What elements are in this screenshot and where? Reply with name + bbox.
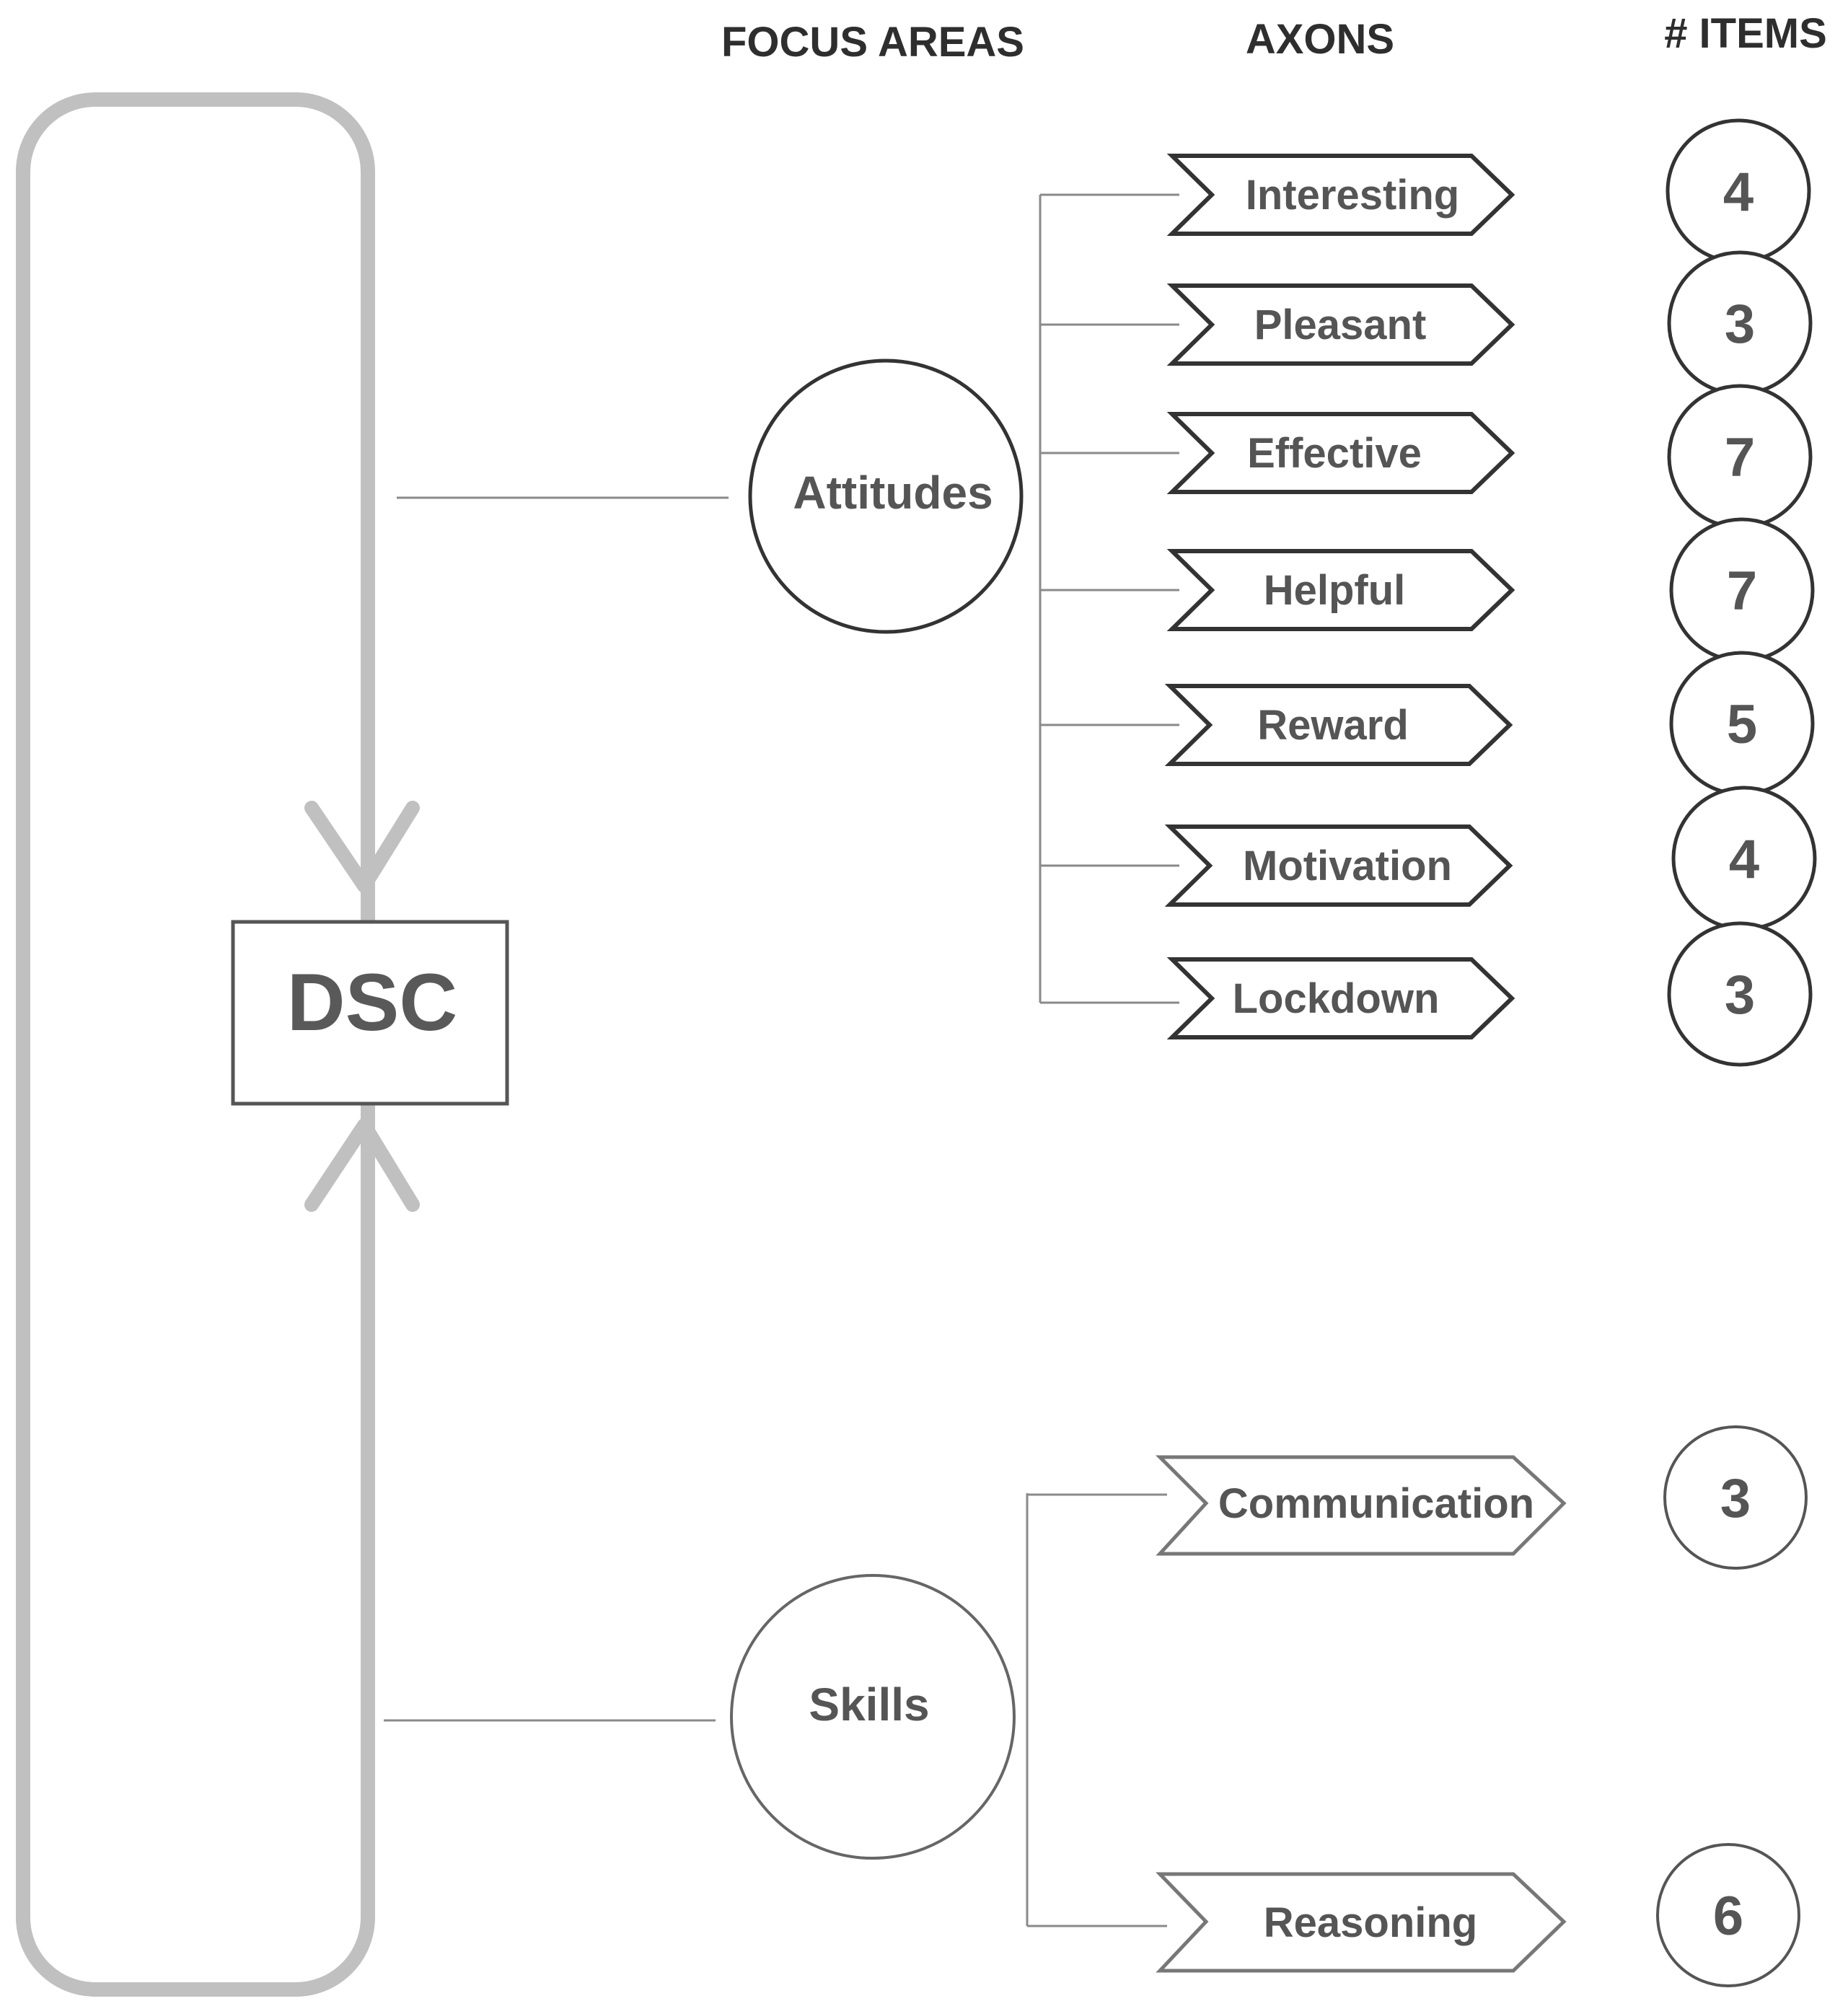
item-count: 7 <box>1725 427 1755 488</box>
item-count-circle <box>1667 921 1813 1067</box>
item-count: 6 <box>1713 1886 1743 1947</box>
focus-label-attitudes: Attitudes <box>793 467 993 519</box>
axon-label: Interesting <box>1246 172 1460 219</box>
chevron-shape <box>1164 824 1513 907</box>
focus-label-skills: Skills <box>809 1679 929 1731</box>
item-count: 4 <box>1729 829 1759 890</box>
chevron-shape <box>1164 684 1513 766</box>
axon-row-helpful: Helpful 7 <box>1040 517 1815 663</box>
axon-row-effective: Effective 7 <box>1040 384 1813 529</box>
axon-label: Motivation <box>1243 843 1452 889</box>
item-count: 4 <box>1723 162 1754 223</box>
item-count: 3 <box>1725 964 1755 1026</box>
chevron-shape <box>1166 154 1515 236</box>
axon-label: Communication <box>1218 1480 1534 1527</box>
axon-row-reasoning: Reasoning 6 <box>1027 1843 1800 1987</box>
down-arrow-icon <box>304 801 420 893</box>
header-items: # ITEMS <box>1664 10 1827 57</box>
focus-circle-attitudes <box>748 359 1024 634</box>
dsc-label: DSC <box>287 957 457 1047</box>
focus-circle-skills <box>730 1574 1016 1860</box>
axon-label: Effective <box>1247 430 1422 477</box>
axon-label: Helpful <box>1264 567 1406 614</box>
item-count-circle <box>1656 1843 1800 1987</box>
chevron-shape <box>1155 1455 1567 1556</box>
axon-row-lockdown: Lockdown 3 <box>1040 921 1813 1067</box>
axon-row-reward: Reward 5 <box>1040 651 1815 796</box>
dsc-box <box>231 920 509 1106</box>
header-axons: AXONS <box>1246 16 1394 63</box>
axon-row-pleasant: Pleasant 3 <box>1040 250 1813 396</box>
axon-label: Lockdown <box>1233 975 1440 1022</box>
axon-row-interesting: Interesting 4 <box>1040 118 1811 264</box>
item-count: 5 <box>1727 694 1757 755</box>
item-count: 3 <box>1720 1468 1751 1529</box>
axon-row-communication: Communication 3 <box>1027 1425 1808 1570</box>
item-count: 3 <box>1725 294 1755 355</box>
axon-label: Reward <box>1257 702 1409 749</box>
header-focus-areas: FOCUS AREAS <box>721 19 1024 66</box>
chevron-shape <box>1156 1872 1567 1973</box>
axon-label: Pleasant <box>1254 302 1427 348</box>
chevron-shape <box>1166 957 1515 1039</box>
axon-row-motivation: Motivation 4 <box>1040 786 1817 931</box>
chevron-shape <box>1166 549 1515 631</box>
axon-label: Reasoning <box>1264 1899 1478 1946</box>
up-arrow-icon <box>304 1118 420 1212</box>
chevron-shape <box>1166 283 1515 366</box>
chevron-shape <box>1166 412 1515 494</box>
item-count: 7 <box>1727 560 1757 622</box>
item-count-circle <box>1663 1425 1808 1570</box>
